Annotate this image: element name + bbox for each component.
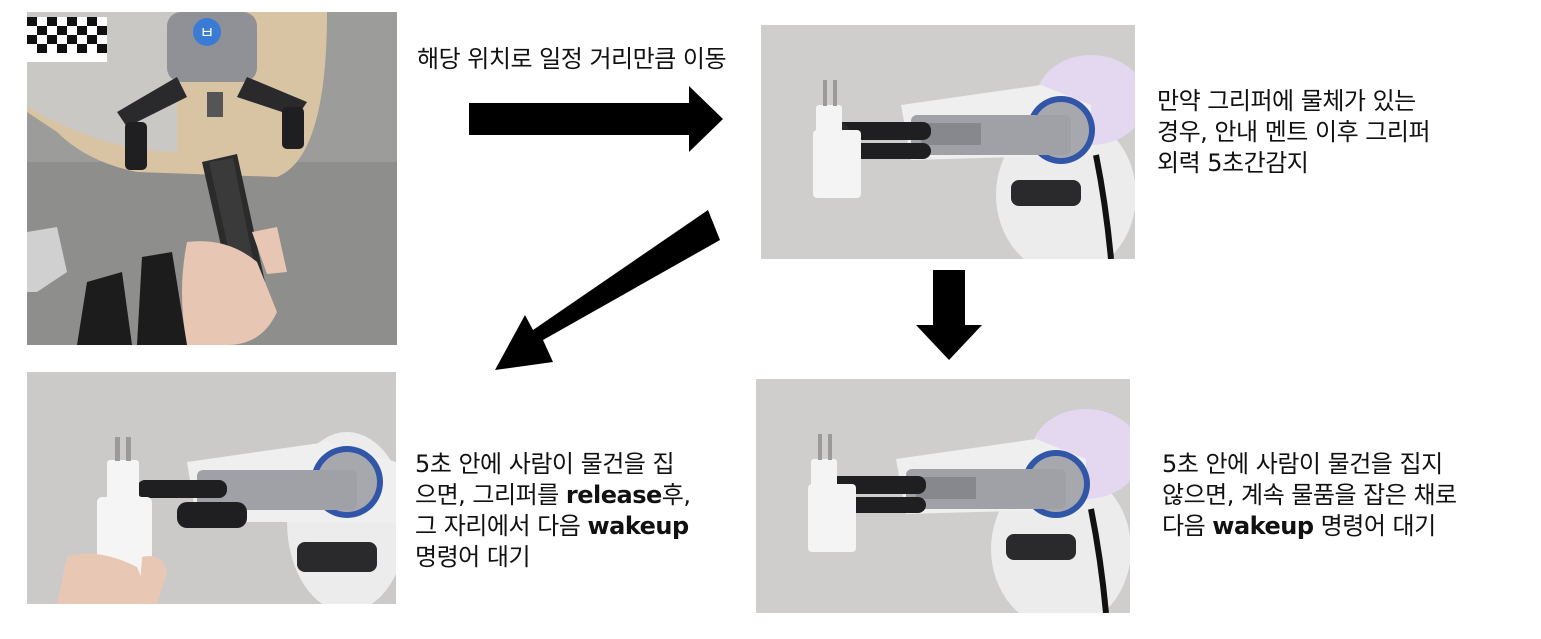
photo-release-image	[27, 372, 396, 604]
step-release-caption: 5초 안에 사람이 물건을 집 으면, 그리퍼를 release후, 그 자리에…	[415, 449, 691, 573]
photo-gripper-holding-image	[761, 25, 1135, 259]
step-keep-wakeup-keyword: wakeup	[1212, 512, 1314, 540]
step-release-line2-post: 후,	[661, 481, 691, 509]
step-detect-caption: 만약 그리퍼에 물체가 있는 경우, 안내 멘트 이후 그리퍼 외력 5초간감지	[1157, 86, 1431, 179]
step-release-line4: 명령어 대기	[415, 543, 531, 571]
photo-overhead-gripper: ㅂ	[27, 12, 397, 345]
arrow-down	[916, 270, 982, 360]
step-release-wakeup-keyword: wakeup	[587, 512, 689, 540]
step-move-caption: 해당 위치로 일정 거리만큼 이동	[417, 44, 727, 75]
step-release-line3-pre: 그 자리에서 다음	[415, 512, 588, 540]
arrow-right	[469, 86, 723, 152]
step-detect-line1: 만약 그리퍼에 물체가 있는	[1157, 87, 1416, 115]
step-release-line2: 으면, 그리퍼를 release후,	[415, 480, 691, 511]
step-move-text: 해당 위치로 일정 거리만큼 이동	[417, 45, 727, 73]
step-keep-caption: 5초 안에 사람이 물건을 집지 않으면, 계속 물품을 잡은 채로 다음 wa…	[1162, 449, 1457, 542]
step-detect-line2: 경우, 안내 멘트 이후 그리퍼	[1157, 118, 1431, 146]
photo-gripper-holding	[761, 25, 1135, 259]
step-keep-line3: 다음 wakeup 명령어 대기	[1162, 511, 1457, 542]
arrow-down-left	[495, 210, 720, 380]
photo-keep-holding	[756, 379, 1130, 613]
step-release-line2-pre: 으면, 그리퍼를	[415, 481, 566, 509]
step-release-line1: 5초 안에 사람이 물건을 집	[415, 450, 675, 478]
gripper-logo-glyph: ㅂ	[200, 23, 215, 42]
step-detect-line3: 외력 5초간감지	[1157, 149, 1309, 177]
photo-overhead-gripper-image: ㅂ	[27, 12, 397, 345]
step-keep-line1: 5초 안에 사람이 물건을 집지	[1162, 450, 1443, 478]
step-keep-line2: 않으면, 계속 물품을 잡은 채로	[1162, 481, 1457, 509]
photo-keep-holding-image	[756, 379, 1130, 613]
photo-release	[27, 372, 396, 604]
step-release-release-keyword: release	[565, 481, 662, 509]
step-keep-line3-pre: 다음	[1162, 512, 1213, 540]
step-release-line3: 그 자리에서 다음 wakeup	[415, 511, 690, 542]
step-keep-line3-post: 명령어 대기	[1313, 512, 1437, 540]
